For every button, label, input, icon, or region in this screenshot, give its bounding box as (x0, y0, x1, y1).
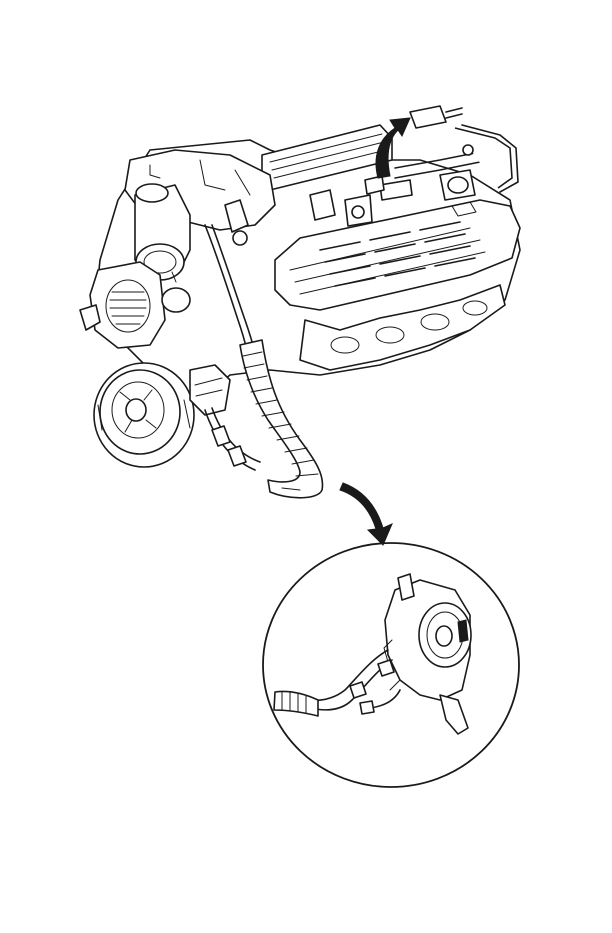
engine-illustration (79, 105, 521, 499)
removal-arrow-icon (375, 117, 411, 179)
callout-arrow-icon (339, 482, 393, 546)
throttle-body (134, 183, 191, 283)
fuel-rail (394, 124, 519, 201)
water-pump (79, 261, 191, 349)
crank-pulley (93, 362, 195, 468)
sensor-housing (383, 573, 472, 735)
wiring-harness (204, 224, 324, 499)
detail-circle (262, 542, 520, 788)
exhaust-manifold (299, 284, 506, 371)
valve-cover (274, 199, 521, 311)
